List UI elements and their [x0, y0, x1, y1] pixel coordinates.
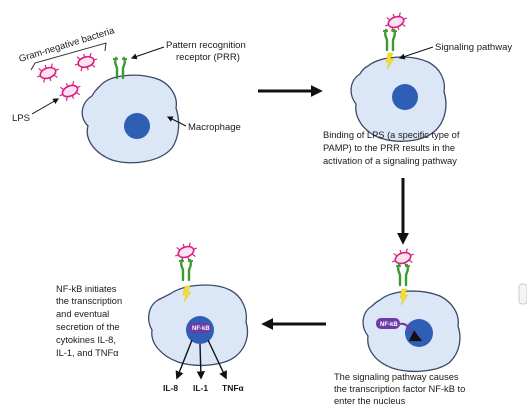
prr-receptor: [381, 28, 399, 52]
panel-4-cytokines: NF-kB IL-8 IL-1 TNFα NF-kB initiates the…: [56, 239, 249, 393]
signaling-label: Signaling pathway: [435, 42, 512, 53]
caption-line: PAMP) to the PRR results in the: [323, 143, 455, 153]
caption-line: NF-kB initiates: [56, 284, 117, 294]
panel-3-nfkb-entry: NF-kB The signaling pathway causes the t…: [334, 245, 465, 406]
caption-line: and eventual: [56, 309, 109, 319]
prr-receptor: [394, 263, 412, 287]
prr-label: Pattern recognition: [166, 40, 246, 51]
caption-line: activation of a signaling pathway: [323, 156, 457, 166]
bacteria-bracket: [30, 42, 107, 71]
bacteria-label: Gram-negative bacteria: [18, 25, 117, 65]
nfkb-label: NF-kB: [192, 326, 210, 332]
cytokine-label: IL-1: [193, 383, 208, 393]
nfkb-box: [376, 318, 400, 329]
nfkb-path: [399, 322, 423, 342]
prr-label-line2: receptor (PRR): [176, 52, 240, 63]
caption-line: enter the nucleus: [334, 396, 406, 406]
nucleus: [405, 319, 433, 347]
caption-line: the transcription factor NF-kB to: [334, 384, 465, 394]
bacterium: [72, 50, 100, 74]
cytokine-arrow: [207, 339, 227, 380]
nfkb-label: NF-kB: [380, 322, 398, 328]
cytokine-label: IL-8: [163, 383, 178, 393]
caption-line: The signaling pathway causes: [334, 372, 459, 382]
caption-line: the transcription: [56, 296, 122, 306]
bacterium: [55, 78, 85, 104]
lps-pointer: [31, 98, 60, 115]
cytokine-arrow: [196, 343, 206, 380]
bacterium: [389, 245, 417, 271]
caption-line: IL-1, and TNFα: [56, 348, 119, 358]
cytokine-arrow: [175, 339, 193, 380]
nfkb-box: [189, 323, 211, 333]
macrophage-label: Macrophage: [188, 122, 241, 133]
caption-line: Binding of LPS (a specific type of: [323, 130, 460, 140]
caption-line: secretion of the: [56, 322, 120, 332]
bacterium: [34, 60, 62, 86]
bacterium: [172, 239, 200, 265]
lps-label: LPS: [12, 113, 30, 124]
scroll-handle[interactable]: [518, 283, 527, 305]
cytokine-label: TNFα: [222, 383, 245, 393]
nucleus: [124, 113, 150, 139]
caption-line: cytokines IL-8,: [56, 335, 116, 345]
nucleus: [392, 84, 418, 110]
prr-receptor: [177, 258, 195, 282]
prr-pointer: [130, 46, 165, 60]
macrophage-pointer: [166, 116, 187, 127]
signaling-pointer: [398, 46, 434, 60]
panel-2-signaling: Signaling pathway Binding of LPS (a spec…: [323, 9, 512, 166]
panel-1-macrophage: Gram-negative bacteria LPS Pattern recog…: [12, 25, 246, 164]
